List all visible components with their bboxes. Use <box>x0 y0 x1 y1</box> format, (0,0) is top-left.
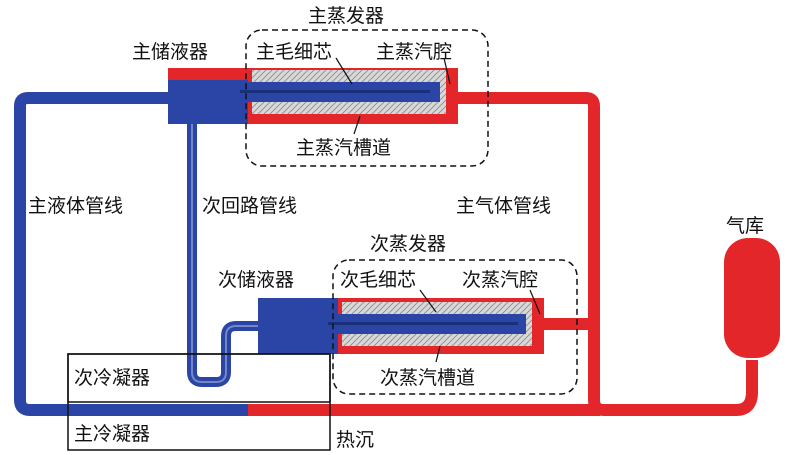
label-main-condenser: 主冷凝器 <box>74 423 150 445</box>
main-wick-core-line <box>240 90 430 93</box>
secondary-evaporator-dashed-box <box>332 259 578 395</box>
label-main-vapor-chamber: 主蒸汽腔 <box>376 41 452 63</box>
secondary-loop-line <box>187 120 260 387</box>
label-main-reservoir: 主储液器 <box>132 41 208 63</box>
leader-main-vapor-groove <box>353 115 361 135</box>
leader-secondary-wick <box>419 289 437 313</box>
main-evaporator-dashed-box <box>245 29 489 167</box>
leader-main-wick <box>335 57 353 85</box>
secondary-loop-line-inner <box>191 120 260 383</box>
main-vapor-line <box>458 92 758 416</box>
label-main-vapor-groove: 主蒸汽槽道 <box>296 137 391 159</box>
label-main-wick: 主毛细芯 <box>256 41 332 63</box>
secondary-wick-core-line <box>328 322 518 325</box>
leader-main-vapor-chamber <box>443 57 451 85</box>
label-main-evaporator: 主蒸发器 <box>308 5 384 27</box>
label-secondary-condenser: 次冷凝器 <box>74 367 150 389</box>
label-secondary-wick: 次毛细芯 <box>340 269 416 291</box>
leader-secondary-vapor-chamber <box>529 289 541 315</box>
main-liquid-line <box>14 92 248 416</box>
label-secondary-evaporator: 次蒸发器 <box>370 233 446 255</box>
heat-sink-box <box>67 353 331 451</box>
gas-reservoir-tank <box>724 238 780 358</box>
main-reservoir-top-vapor <box>168 68 248 80</box>
label-secondary-vapor-chamber: 次蒸汽腔 <box>462 269 538 291</box>
label-secondary-loop-line: 次回路管线 <box>202 195 297 217</box>
label-gas-reservoir: 气库 <box>726 215 764 237</box>
leader-secondary-vapor-groove <box>435 345 441 363</box>
label-secondary-reservoir: 次储液器 <box>218 269 294 291</box>
label-main-vapor-line: 主气体管线 <box>456 195 551 217</box>
label-heat-sink: 热沉 <box>336 429 374 451</box>
label-main-liquid-line: 主液体管线 <box>28 195 123 217</box>
label-secondary-vapor-groove: 次蒸汽槽道 <box>380 367 475 389</box>
